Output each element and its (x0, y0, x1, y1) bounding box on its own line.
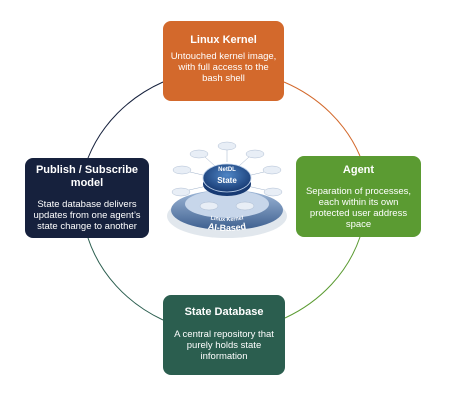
satellite-nodes (171, 141, 283, 211)
linux-kernel-box: Linux Kernel Untouched kernel image, wit… (163, 21, 284, 101)
state-database-title: State Database (184, 306, 264, 318)
agent-box: Agent Separation of processes, each with… (296, 156, 421, 237)
state-hub (202, 163, 252, 193)
state-database-box: State Database A central repository that… (163, 295, 285, 375)
satellite-node (199, 201, 219, 211)
arc-kernel-agent (283, 81, 361, 157)
publish-subscribe-description: State database delivers updates from one… (33, 199, 141, 232)
satellite-node (189, 149, 209, 159)
satellite-node (263, 187, 283, 197)
agent-description: Separation of processes, each within its… (305, 186, 412, 230)
linux-kernel-description: Untouched kernel image, with full access… (170, 51, 277, 84)
arc-database-pubsub (87, 237, 164, 321)
linux-kernel-title: Linux Kernel (190, 34, 257, 46)
state-database-description: A central repository that purely holds s… (174, 329, 274, 362)
satellite-node (262, 165, 282, 175)
satellite-node (235, 201, 255, 211)
arc-agent-database (284, 236, 361, 319)
agent-title: Agent (342, 164, 375, 176)
ring-label-upper: Linux Kernel (210, 215, 244, 223)
publish-subscribe-title: Publish / Subscribe model (35, 164, 139, 189)
satellite-node (245, 149, 265, 159)
publish-subscribe-box: Publish / Subscribe model State database… (25, 158, 149, 238)
satellite-node (217, 141, 237, 151)
hub-main-label: State (217, 176, 237, 185)
ring-label-lower: AI-Based (207, 221, 246, 233)
satellite-node (172, 165, 192, 175)
satellite-node (171, 187, 191, 197)
ring-label-lower-path: AI-Based (207, 221, 246, 233)
netdl-graphic-svg: Linux Kernel AI-Based (167, 141, 287, 238)
ring-label-upper-path: Linux Kernel (210, 215, 244, 223)
hub-top-label: NetDL (218, 167, 236, 173)
platform-ring-inner (185, 190, 269, 218)
arc-pubsub-kernel (87, 81, 164, 159)
netdl-state-graphic: Linux Kernel AI-Based (157, 132, 297, 250)
